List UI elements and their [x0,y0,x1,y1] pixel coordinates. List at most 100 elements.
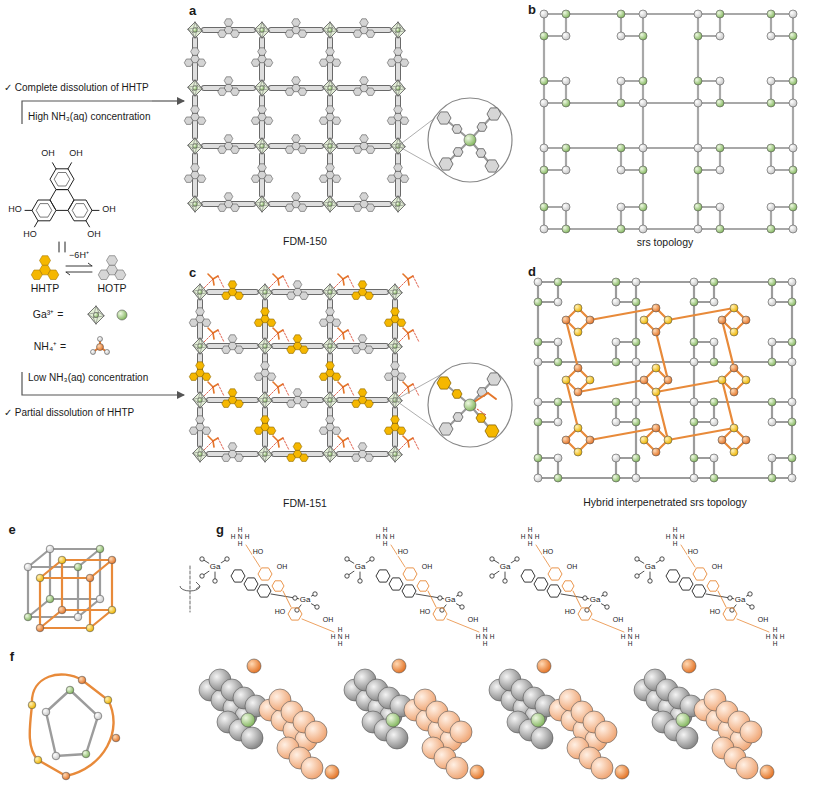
atom-sphere [386,727,408,749]
bond-line [265,338,267,344]
hexagon-ring [365,292,374,299]
bond-line [642,103,644,148]
atom-sphere [690,338,698,346]
bond-line [334,333,343,342]
bond-line [338,436,343,441]
atom-sphere [639,99,647,107]
bond-line [791,302,793,342]
atom-sphere [617,144,625,152]
bond-line [271,143,321,149]
condition-box: ✓ Complete dissolution of HHTPHigh NH₃(a… [4,82,151,122]
oxygen-atom [200,557,204,561]
bond-line [339,289,386,295]
net-square [771,81,793,103]
bond-line [265,284,267,290]
bond-line [791,362,793,402]
hexagon-ring [476,414,486,423]
atom-sphere [586,316,594,324]
hexagon-ring [196,416,205,424]
caption-label: srs topology [637,237,694,249]
atom-label: Ga [589,596,601,605]
bond-line [558,477,616,479]
hexagon-ring [326,362,335,370]
atom-sphere [789,99,797,107]
atom-sphere [788,278,796,286]
hexagon-ring [332,373,341,380]
hexagon-ring [293,443,302,451]
hexagon-ring [231,204,240,211]
caption-label: HO [8,205,22,215]
bond-line [193,206,195,212]
bond-line [474,393,488,402]
hexagon-ring [218,30,227,37]
bond-line [328,148,330,154]
bond-line [330,284,332,290]
hexagon-ring [391,308,400,316]
bond-line [213,441,214,447]
atom-sphere [328,452,332,456]
bond-line [262,196,264,202]
bond-line [561,594,585,598]
caption-label: Hybrid interpenetrated srs topology [583,497,746,509]
atom-sphere [710,298,718,306]
bond-line [62,559,112,561]
atom-sphere [554,358,562,366]
bond-line [59,242,60,252]
bond-line [635,422,637,458]
bond-line [635,302,637,342]
atom-sphere [710,454,718,462]
atom-sphere [664,316,672,324]
hexagon-ring [72,204,88,218]
hexagon-ring [196,362,205,370]
bond-line [339,143,389,149]
atom-sphere [788,474,796,482]
bond-line [558,361,616,363]
atom-sphere [36,574,44,582]
atom-label: HO [419,608,431,616]
atom-sphere [767,203,775,211]
panel-letter: e [8,523,15,537]
hexagon-ring [534,578,548,590]
bond-line [330,22,332,28]
hexagon-ring [360,77,369,85]
atom-sphere [562,203,570,211]
atom-sphere [531,727,553,749]
ga-octahedron [323,196,337,212]
atom-sphere [534,454,542,462]
hexagon-ring [394,106,403,114]
atom-label: H [779,633,785,640]
bond-line [343,387,344,393]
ga-octahedron [323,138,337,154]
atom-label: Ga [734,596,746,605]
atom-sphere [193,86,197,90]
hexagon-ring [298,88,307,95]
atom-label: H [672,540,678,547]
atom-sphere [612,454,620,462]
ga-octahedron [188,80,202,96]
bond-line [90,560,112,578]
hexagon-ring [397,319,406,326]
atom-sphere [464,134,476,146]
hexagon-ring [298,204,307,211]
hexagon-ring [184,117,193,124]
hexagon-ring [476,149,486,158]
hexagon-ring [202,427,211,434]
flow-arrow [152,100,184,101]
bond-line [566,102,621,104]
atom-sphere [396,28,400,32]
hexagon-ring [184,175,193,182]
arrow-head [66,272,70,275]
bond-line [269,279,278,288]
hexagon-ring [453,413,463,422]
oxygen-atom [750,605,754,609]
hexagon-ring [366,30,375,37]
bond-line [343,384,348,387]
atom-sphere [574,388,582,396]
atom-sphere [104,696,112,704]
bond-line [271,85,321,91]
atom-sphere [34,756,42,764]
atom-sphere [768,474,776,482]
atom-label: Ga [499,563,511,572]
bond-line [283,591,291,607]
oxygen-atom [583,596,587,600]
